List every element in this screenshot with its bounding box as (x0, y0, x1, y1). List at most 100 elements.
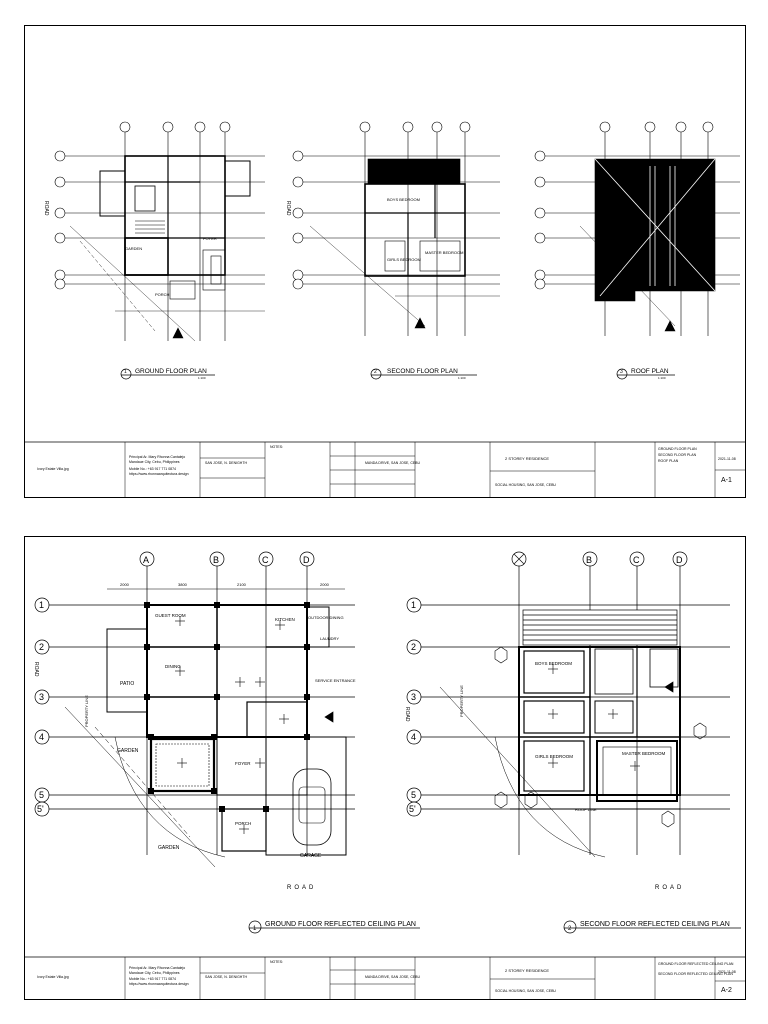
grid-row-4-2: 4 (411, 732, 416, 742)
master-bedroom-label: MASTER BEDROOM (622, 751, 666, 756)
road-label-a2-1: ROAD (287, 885, 316, 891)
second-floor-plan (292, 121, 500, 336)
date-a2: 2021-11-08 (718, 970, 736, 974)
sheet-title-a2-1: GROUND FLOOR REFLECTED CEILING PLAN (658, 962, 734, 966)
grid-row-1-2: 1 (411, 600, 416, 610)
master-bedroom-label-1: MASTER BEDROOM (425, 250, 463, 255)
dim-1: 2000 (120, 582, 130, 587)
plan-1-title: GROUND FLOOR PLAN (135, 368, 207, 375)
plan-2-title: SECOND FLOOR PLAN (387, 368, 458, 375)
garden-label-bottom: GARDEN (158, 845, 180, 851)
grid-bubbles-rcp-2 (406, 551, 688, 817)
project-a2: 2 STOREY RESIDENCE (505, 968, 549, 973)
plan-title-block-a2-1 (248, 920, 420, 934)
plan-3-scale: 1:100 (658, 376, 666, 380)
sheet-title-a1-3: ROOF PLAN (658, 459, 679, 463)
grid-row-1-1: 1 (39, 600, 44, 610)
address-a1: SOCIAL HOUSING, SAN JOSE, CEBU (495, 483, 556, 487)
dim-3: 2100 (237, 582, 247, 587)
firm-line1-a2: Principal Ar. Mary Rhonna Cantalejo (129, 966, 185, 970)
left-caption-a2: Ivory Estate Villa.jpg (37, 975, 69, 979)
drawing-sheet-a1: ROAD PORCH FOYER GARDEN ROAD GIRLS BEDRO… (24, 25, 746, 498)
owner-a1: SAN JOSE, N. DENIGHTH (205, 461, 247, 465)
grid-bubbles-rcp-1 (34, 551, 315, 817)
sheet-number-a1: A-1 (721, 477, 732, 484)
porch-label: PORCH (235, 821, 251, 826)
grid-row-3-2: 3 (411, 692, 416, 702)
north-arrow-icon (513, 553, 525, 565)
plan-a2-2-title: SECOND FLOOR REFLECTED CEILING PLAN (580, 921, 730, 928)
grid-col-b-1: B (213, 555, 219, 565)
garden-label-1: GARDEN (125, 246, 142, 251)
dim-2: 3800 (178, 582, 188, 587)
firm-line1-a1: Principal Ar. Mary Rhonna Cantalejo (129, 455, 185, 459)
date-a1: 2021-11-08 (718, 457, 736, 461)
second-floor-rcp (417, 565, 730, 858)
ground-floor-plan (54, 121, 265, 342)
grid-row-5p-2: 5' (409, 804, 416, 814)
sheet-title-a1-2: SECOND FLOOR PLAN (658, 453, 697, 457)
outdoor-dining-label: OUTDOOR DINING (308, 615, 344, 620)
roof-plan (534, 121, 740, 336)
ground-floor-rcp (35, 565, 355, 868)
foyer-label: FOYER (235, 761, 251, 766)
boys-bedroom-label-1: BOYS BEDROOM (387, 197, 420, 202)
laundry-label: LAUNDRY (320, 636, 339, 641)
firm-line2-a1: Mandaue City, Cebu, Philippines (129, 460, 180, 464)
property-line-label-1: PROPERTY LINE (84, 695, 89, 727)
left-caption-a1: Ivory Estate Villa.jpg (37, 467, 69, 471)
property-line-label-2: PROPERTY LINE (459, 685, 464, 717)
location-a2: MANDA DRIVE, SAN JOSE, CEBU (365, 975, 421, 979)
plan-1-scale: 1:100 (198, 376, 206, 380)
service-entrance-label: SERVICE ENTRANCE (315, 678, 356, 683)
patio-label: PATIO (120, 681, 134, 687)
grid-row-4-1: 4 (39, 732, 44, 742)
project-a1: 2 STOREY RESIDENCE (505, 456, 549, 461)
firm-line4-a1: https://www.rhonnaarquitectura.design (129, 472, 189, 476)
road-label-side-2: ROAD (404, 707, 410, 722)
location-a1: MANDA DRIVE, SAN JOSE, CEBU (365, 461, 421, 465)
address-a2: SOCIAL HOUSING, SAN JOSE, CEBU (495, 989, 556, 993)
kitchen-label: KITCHEN (275, 617, 295, 622)
sheet-number-a2: A-2 (721, 987, 732, 994)
drawing-sheet-a2: A B C D 1 2 3 4 5 5' 2000 3800 2100 2000… (24, 536, 746, 1000)
guest-room-label: GUEST ROOM (155, 613, 186, 618)
plan-title-block-3 (616, 368, 675, 380)
grid-col-c-1: C (262, 555, 269, 565)
sheet-title-a1-1: GROUND FLOOR PLAN (658, 447, 697, 451)
plan-a2-1-title: GROUND FLOOR REFLECTED CEILING PLAN (265, 921, 416, 928)
grid-row-5-1: 5 (39, 790, 44, 800)
sheet-a2-drawing: A B C D 1 2 3 4 5 5' 2000 3800 2100 2000… (25, 551, 745, 999)
dim-4: 2000 (320, 582, 330, 587)
grid-col-c-2: C (633, 555, 640, 565)
notes-head-a1: NOTES: (270, 445, 283, 449)
garage-label: GARAGE (300, 853, 322, 859)
road-label-a2-2: ROAD (655, 885, 684, 891)
boys-bedroom-label: BOYS BEDROOM (535, 661, 572, 666)
plan-title-block-1 (120, 368, 215, 380)
grid-row-2-1: 2 (39, 642, 44, 652)
girls-bedroom-label: GIRLS BEDROOM (535, 754, 573, 759)
garden-label-top: GARDEN (117, 748, 139, 754)
foyer-label-1: FOYER (203, 236, 217, 241)
plan-3-title: ROOF PLAN (631, 368, 669, 375)
grid-col-b-2: B (586, 555, 592, 565)
plan-a2-2-number: 2 (568, 926, 572, 932)
firm-line3-a1: Mobile No.: +63 917 771 0874 (129, 467, 176, 471)
title-block-a2 (25, 956, 745, 999)
plan-2-scale: 1:100 (458, 376, 466, 380)
grid-row-3-1: 3 (39, 692, 44, 702)
road-label-2: ROAD (285, 201, 291, 216)
grid-col-d-1: D (303, 555, 310, 565)
plan-a2-1-number: 1 (253, 926, 257, 932)
plan-1-number: 1 (124, 369, 127, 375)
grid-row-5p-1: 5' (37, 804, 44, 814)
porch-label-1: PORCH (155, 292, 170, 297)
plan-3-number: 3 (620, 369, 623, 375)
plan-title-block-a2-2 (563, 920, 741, 934)
title-block-a1 (25, 441, 745, 497)
firm-line3-a2: Mobile No.: +63 917 771 0874 (129, 977, 176, 981)
dining-label: DINING (165, 664, 181, 669)
road-label-side-1: ROAD (33, 662, 39, 677)
grid-row-5-2: 5 (411, 790, 416, 800)
